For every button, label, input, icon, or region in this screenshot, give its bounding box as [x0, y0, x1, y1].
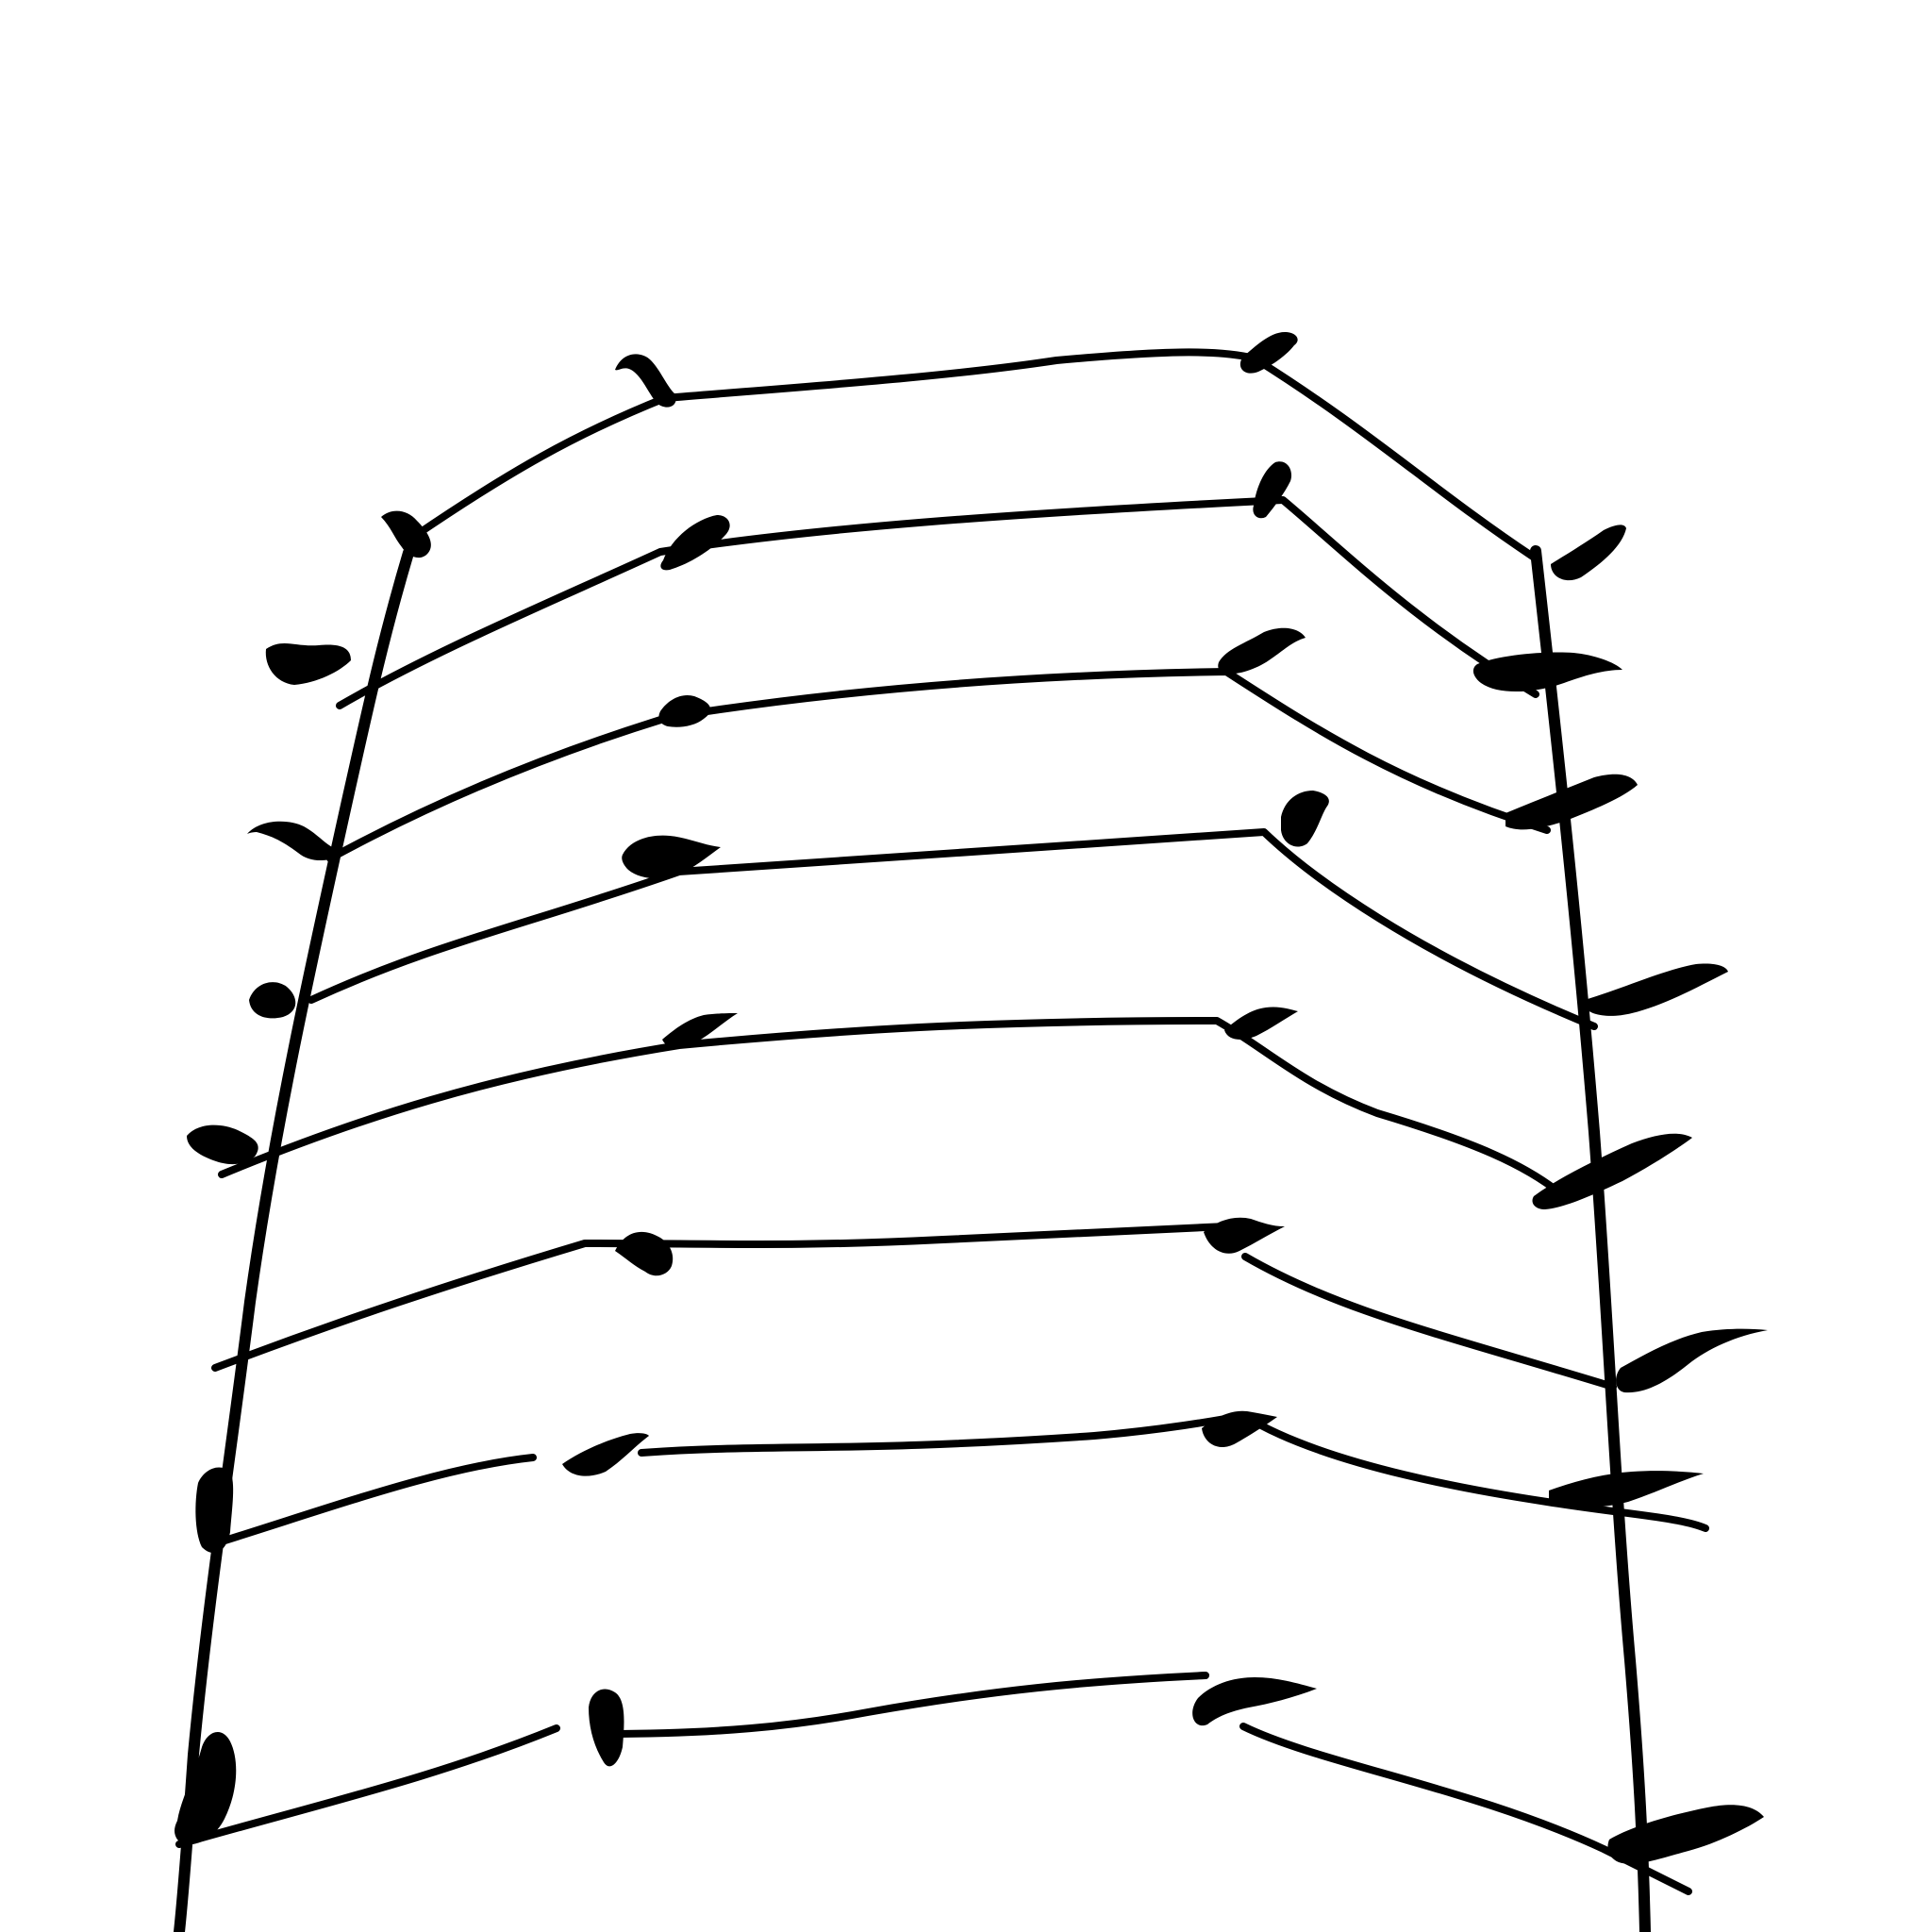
- bird-7: [1253, 461, 1292, 519]
- bird-5: [265, 642, 351, 685]
- bird-27: [1549, 1471, 1704, 1507]
- bird-6: [660, 515, 730, 571]
- wire-4: [308, 828, 1598, 1030]
- bird-1: [615, 354, 676, 408]
- bird-24: [195, 1467, 234, 1554]
- bird-15: [1585, 963, 1728, 1016]
- bird-19: [1532, 1133, 1692, 1209]
- bird-14: [1281, 791, 1329, 847]
- wire-8: [175, 1672, 1692, 1895]
- bird-11: [1505, 774, 1638, 830]
- wire-1: [411, 348, 1537, 560]
- bird-23: [1616, 1328, 1768, 1393]
- bird-13: [622, 835, 721, 879]
- bird-26: [1202, 1410, 1277, 1448]
- bird-29: [589, 1689, 624, 1767]
- bird-group: [175, 332, 1768, 1864]
- bird-12: [247, 821, 341, 861]
- bird-31: [1607, 1805, 1764, 1864]
- bird-10: [1218, 627, 1306, 675]
- bird-2: [381, 510, 431, 558]
- bird-4: [1551, 525, 1626, 581]
- bird-9: [658, 694, 711, 727]
- bird-21: [615, 1231, 674, 1276]
- bird-20: [187, 1124, 258, 1165]
- bird-17: [662, 1013, 738, 1049]
- bird-25: [562, 1433, 649, 1476]
- wire-7: [215, 1411, 1709, 1546]
- left-pole: [174, 547, 414, 1932]
- right-pole: [1530, 545, 1651, 1932]
- bird-28: [175, 1731, 237, 1845]
- bird-8: [1472, 652, 1622, 692]
- wire-2: [336, 496, 1539, 709]
- bird-30: [1192, 1677, 1317, 1726]
- wire-5: [218, 1017, 1570, 1202]
- bird-3: [1239, 332, 1298, 374]
- bird-22: [1204, 1217, 1285, 1254]
- wire-3: [326, 668, 1551, 862]
- wire-6: [211, 1223, 1617, 1391]
- bird-16: [249, 982, 296, 1019]
- bird-18: [1224, 1007, 1298, 1040]
